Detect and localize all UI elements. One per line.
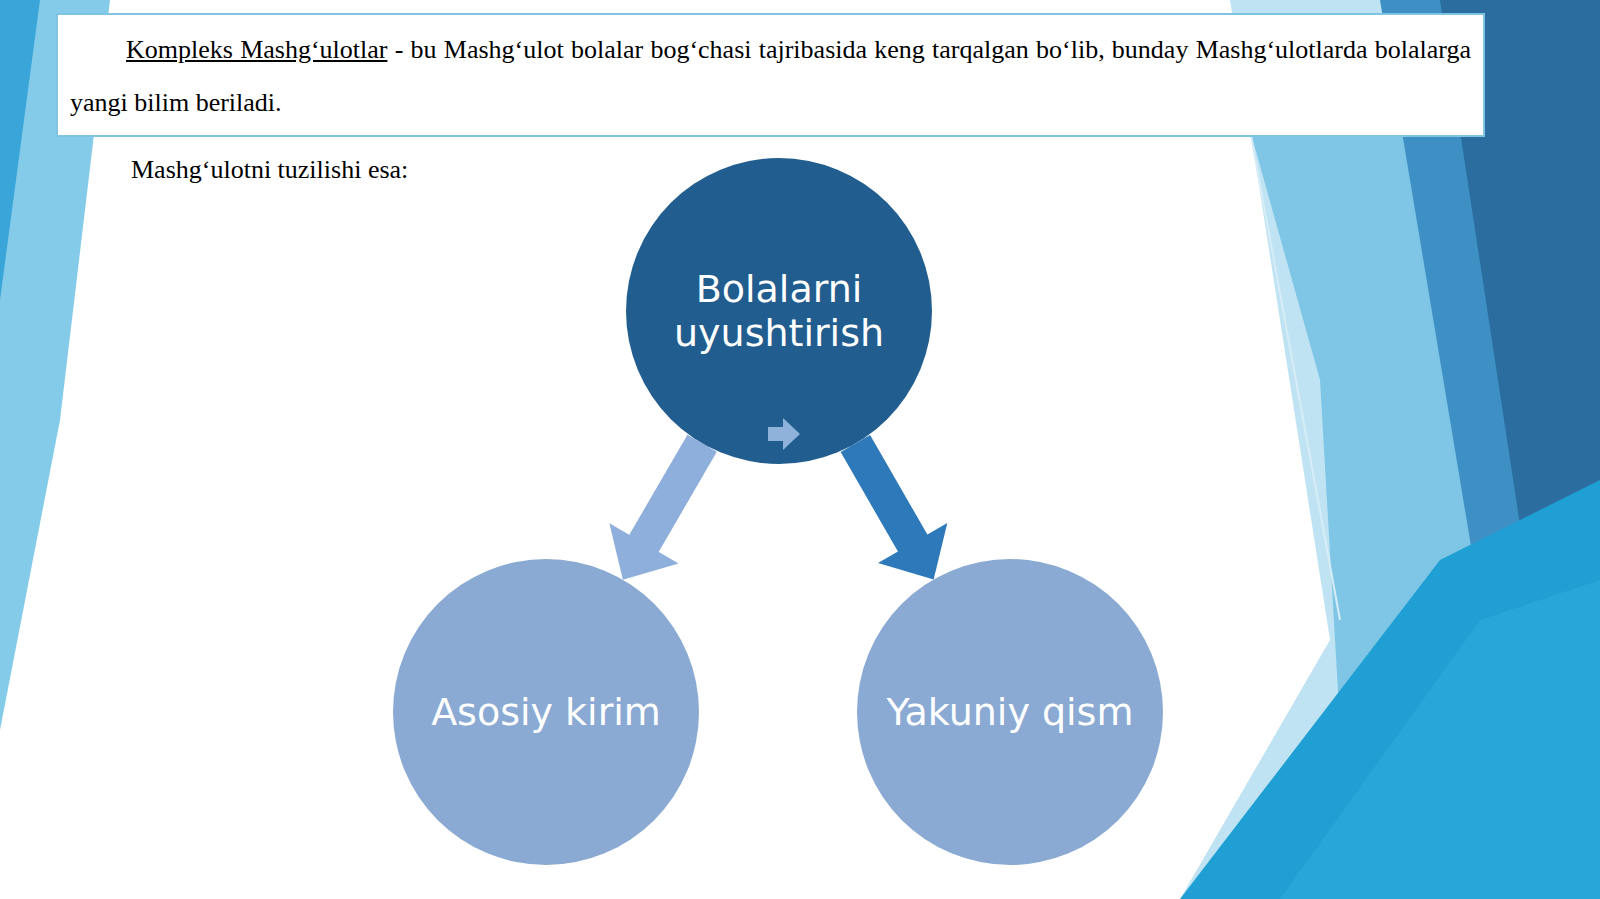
block-arrow bbox=[855, 444, 947, 580]
circle-fill bbox=[393, 559, 699, 865]
stage-circle: Yakuniy qism bbox=[857, 559, 1163, 865]
right-bright-2 bbox=[1280, 580, 1600, 899]
arrow-icon bbox=[768, 418, 800, 450]
circle-label: Asosiy kirim bbox=[431, 690, 661, 734]
circle-fill bbox=[626, 158, 932, 464]
stage-circle: Bolalarni uyushtirish bbox=[626, 158, 932, 464]
stage-circle: Asosiy kirim bbox=[393, 559, 699, 865]
definition-box: Kompleks Mashg‘ulotlar - bu Mashg‘ulot b… bbox=[56, 13, 1485, 137]
structure-caption: Mashg‘ulotni tuzilishi esa: bbox=[131, 155, 408, 185]
deco-line bbox=[1250, 130, 1340, 620]
circle-fill bbox=[857, 559, 1163, 865]
term-heading: Kompleks Mashg‘ulotlar bbox=[126, 35, 387, 64]
block-arrow bbox=[609, 443, 702, 579]
circle-label: Bolalarni uyushtirish bbox=[651, 267, 907, 355]
circle-label: Yakuniy qism bbox=[887, 690, 1134, 734]
left-strip-dark bbox=[0, 0, 40, 300]
right-bright bbox=[1180, 480, 1600, 899]
